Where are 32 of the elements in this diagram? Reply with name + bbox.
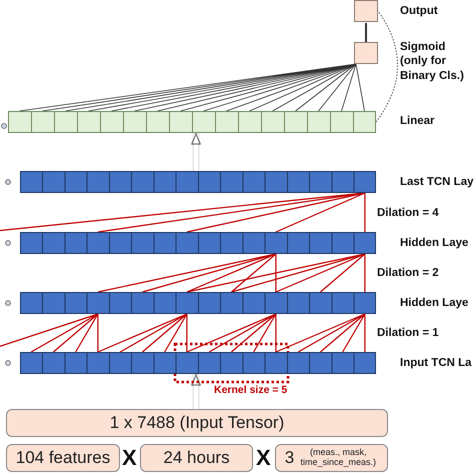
connector <box>376 10 398 122</box>
connector <box>19 64 365 112</box>
layer-label: Last TCN Lay <box>400 175 474 190</box>
connector <box>365 23 367 42</box>
connection-lines <box>97 253 366 293</box>
connection-lines <box>0 192 366 233</box>
dilation-label: Dilation = 1 <box>377 326 439 340</box>
layer-bar <box>8 111 376 133</box>
layer-unit-box <box>354 0 378 22</box>
input-box: 1 x 7488 (Input Tensor) <box>6 409 388 437</box>
layer-bar <box>20 352 376 374</box>
box-note: (meas., mask, time_since_meas.) <box>299 448 377 468</box>
layer-label: Input TCN La <box>400 356 473 370</box>
layer-unit-box <box>354 42 378 64</box>
multiply-sign: X <box>122 447 137 469</box>
layer-bar <box>20 292 376 314</box>
input-box: 24 hours <box>140 444 253 472</box>
input-box: 104 features <box>6 444 120 472</box>
layer-label: Linear <box>400 114 436 128</box>
layer-label: Sigmoid (only for Binary Cls.) <box>400 40 465 84</box>
dilation-label: Dilation = 2 <box>377 266 439 280</box>
connection-lines <box>0 313 366 353</box>
input-box <box>275 444 388 472</box>
multiply-sign: X <box>256 447 271 469</box>
layer-label: Hidden Laye <box>400 236 470 250</box>
layer-label: Output <box>400 4 439 18</box>
dilation-label: Dilation = 4 <box>377 206 439 220</box>
box-value: 3 <box>284 448 294 468</box>
layer-bar <box>20 232 376 254</box>
layer-label: Hidden Laye <box>400 296 470 310</box>
layer-bar <box>20 171 376 193</box>
kernel-size-label: Kernel size = 5 <box>214 384 288 398</box>
